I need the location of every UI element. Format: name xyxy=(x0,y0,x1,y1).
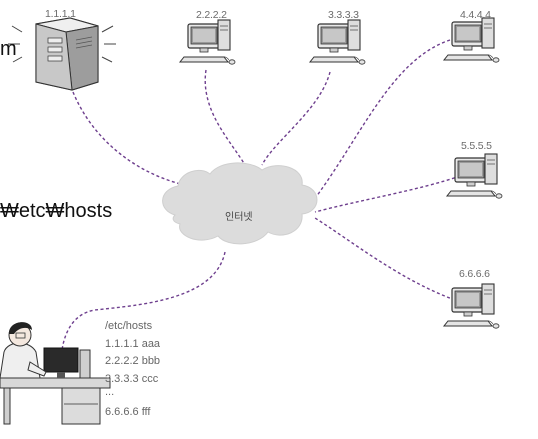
internet-cloud-icon xyxy=(162,162,318,245)
internet-cloud-label: 인터넷 xyxy=(225,212,253,223)
link-2222 xyxy=(204,69,246,166)
hosts-file-title: /etc/hosts xyxy=(105,320,153,332)
link-server xyxy=(72,91,201,189)
computer-icon-3333 xyxy=(309,19,366,65)
hosts-file-ellipsis: ... xyxy=(105,386,115,398)
link-5555 xyxy=(314,175,461,213)
hosts-file-line: 2.2.2.2 bbb xyxy=(105,355,161,367)
left-hosts-path-text: ₩etc₩hosts xyxy=(0,200,113,222)
hosts-file-listing: /etc/hosts 1.1.1.1 aaa 2.2.2.2 bbb 3.3.3… xyxy=(105,318,160,422)
hosts-file-line: 3.3.3.3 ccc xyxy=(105,372,159,385)
server-ip-label: 1.1.1.1 xyxy=(45,8,76,20)
host-ip-label-2222: 2.2.2.2 xyxy=(196,9,227,21)
link-6666 xyxy=(314,217,456,301)
computer-icon-5555 xyxy=(446,153,503,199)
hosts-file-line: 6.6.6.6 fff xyxy=(105,406,151,418)
host-ip-label-5555: 5.5.5.5 xyxy=(461,140,492,152)
host-ip-label-4444: 4.4.4.4 xyxy=(460,9,491,21)
computer-icon-2222 xyxy=(179,19,236,65)
link-client xyxy=(61,251,226,351)
computer-icon-4444 xyxy=(443,17,500,63)
left-cropped-text-top: m xyxy=(0,38,17,60)
network-links xyxy=(61,39,461,351)
computer-icon-6666 xyxy=(443,283,500,329)
server-icon xyxy=(8,17,116,91)
host-ip-label-3333: 3.3.3.3 xyxy=(328,9,359,21)
link-4444 xyxy=(309,39,451,206)
host-ip-label-6666: 6.6.6.6 xyxy=(459,268,490,280)
link-3333 xyxy=(261,71,331,166)
hosts-file-line: 1.1.1.1 aaa xyxy=(105,337,161,350)
user-at-desk-icon xyxy=(0,322,111,425)
